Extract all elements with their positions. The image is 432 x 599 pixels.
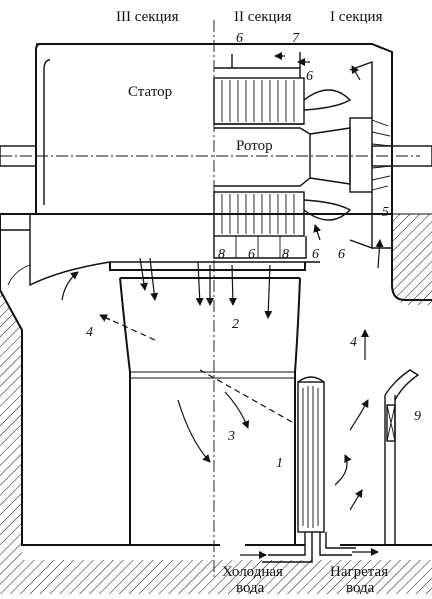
callout-4a: 4 [86, 325, 93, 340]
rotor-label: Ротор [236, 138, 273, 154]
callout-4b: 4 [350, 335, 357, 350]
generator-housing [0, 43, 393, 215]
callout-9: 9 [414, 409, 421, 424]
callout-6e: 6 [338, 247, 345, 262]
cold-water-label-2: вода [236, 580, 265, 594]
callout-6a: 6 [236, 31, 243, 46]
right-channel [384, 369, 420, 545]
end-shield [349, 61, 392, 249]
callout-3: 3 [227, 429, 235, 444]
callout-6b: 6 [306, 69, 313, 84]
stator-label: Статор [128, 84, 172, 100]
hot-water-label-2: вода [346, 580, 375, 594]
stator-top [213, 52, 305, 125]
callout-1: 1 [276, 456, 283, 471]
callout-8a: 8 [218, 247, 225, 262]
hot-water-pipe [319, 532, 352, 556]
section-1-label: I секция [330, 9, 383, 25]
air-cooler [240, 376, 379, 563]
cold-water-label-1: Холодная [222, 564, 283, 580]
cold-water-pipe [268, 532, 306, 556]
callout-2: 2 [232, 317, 239, 332]
stator-bottom [213, 191, 307, 259]
hot-water-label-1: Нагретая [330, 564, 388, 580]
callout-6d: 6 [312, 247, 319, 262]
callout-7: 7 [292, 31, 300, 46]
air-guide [0, 213, 320, 545]
callout-8b: 8 [282, 247, 289, 262]
rotor [214, 89, 432, 221]
section-3-label: III секция [116, 9, 179, 25]
foundation [0, 213, 432, 594]
damper [386, 404, 396, 442]
callout-6c: 6 [248, 247, 255, 262]
callout-5: 5 [382, 205, 389, 220]
shaft-right [371, 145, 432, 167]
airflow-arrows [61, 52, 384, 511]
section-2-label: II секция [234, 9, 292, 25]
